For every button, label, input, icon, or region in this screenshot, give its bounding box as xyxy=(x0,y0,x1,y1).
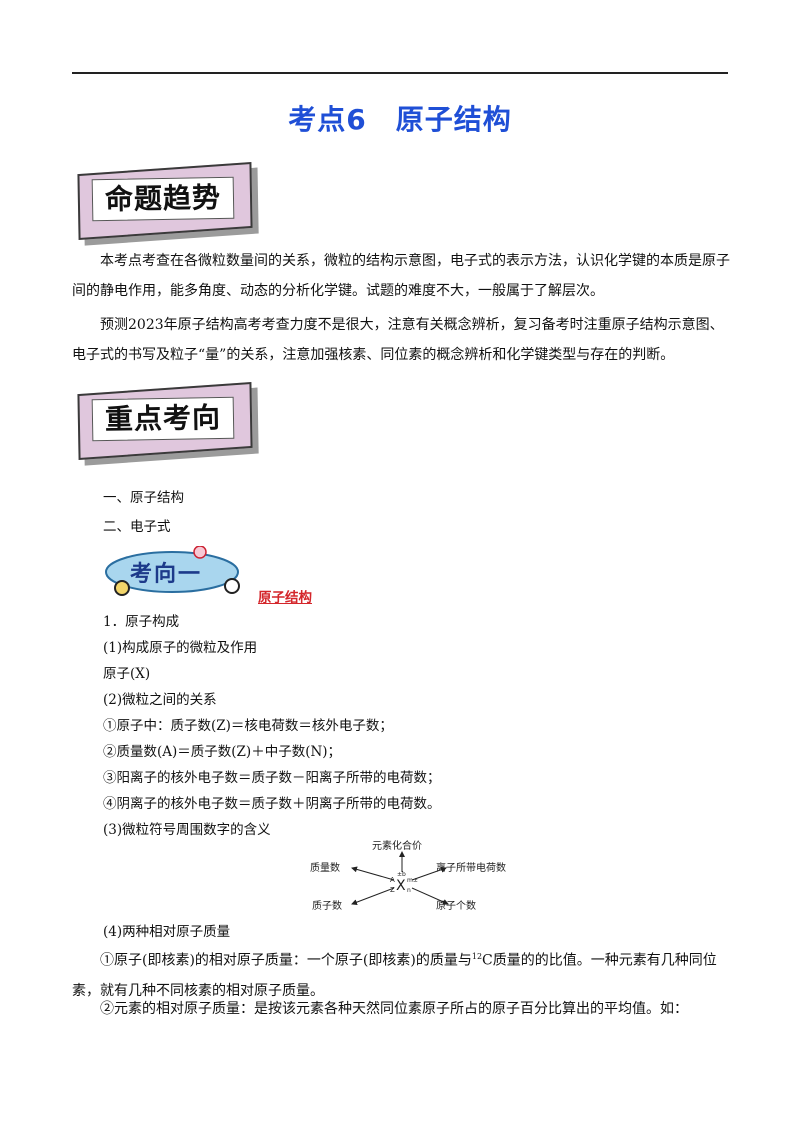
content-line: (1)构成原子的微粒及作用 xyxy=(103,640,258,656)
badge-direction-one: 考向一 xyxy=(100,545,248,598)
banner-focus-label: 重点考向 xyxy=(91,396,235,442)
paragraph-element-mass: ②元素的相对原子质量：是按该元素各种天然同位素原子所占的原子百分比算出的平均值。… xyxy=(100,1001,688,1017)
content-line: ①原子中：质子数(Z)＝核电荷数＝核外电子数； xyxy=(103,718,393,734)
content-line: ②质量数(A)＝质子数(Z)＋中子数(N)； xyxy=(103,744,342,760)
particle-symbol-diagram: 元素化合价 质量数 离子所带电荷数 质子数 原子个数 ±b A Z X m± n xyxy=(300,838,530,918)
content-line: ③阳离子的核外电子数＝质子数－阳离子所带的电荷数； xyxy=(103,770,441,786)
paragraph-2: 预测2023年原子结构高考考查力度不是很大，注意有关概念辨析，复习备考时注重原子… xyxy=(72,317,724,363)
badge-cloud-icon xyxy=(105,545,240,596)
label-proton-number: 质子数 xyxy=(312,899,342,912)
symbol-sub-right: n xyxy=(407,887,411,894)
page-title: 考点6 原子结构 xyxy=(288,103,512,136)
content-line: (3)微粒符号周围数字的含义 xyxy=(103,822,271,838)
text-run: ①原子(即核素)的相对原子质量：一个原子(即核素)的质量与 xyxy=(100,952,472,969)
paragraph-1: 本考点考查在各微粒数量间的关系，微粒的结构示意图，电子式的表示方法，认识化学键的… xyxy=(72,253,730,299)
toc-item: 二、电子式 xyxy=(103,519,171,535)
label-valence: 元素化合价 xyxy=(372,839,422,852)
symbol-over: ±b xyxy=(397,871,406,878)
symbol-element: X xyxy=(396,878,406,894)
label-mass-number: 质量数 xyxy=(310,861,340,874)
content-line: (2)微粒之间的关系 xyxy=(103,692,217,708)
toc-item: 一、原子结构 xyxy=(103,490,184,506)
superscript: 12 xyxy=(471,952,483,961)
content-line: 原子(X) xyxy=(103,666,151,682)
paragraph-relative-mass: ①原子(即核素)的相对原子质量：一个原子(即核素)的质量与12C质量的的比值。一… xyxy=(72,942,732,1006)
label-ion-charge: 离子所带电荷数 xyxy=(436,861,506,874)
text-run: C质量的的比值。一种元素有几种同位素，就有几种不同核素的相对原子质量。 xyxy=(72,952,717,999)
banner-trend-label: 命题趋势 xyxy=(91,176,235,222)
content-line: ④阴离子的核外电子数＝质子数＋阴离子所带的电荷数。 xyxy=(103,796,441,812)
badge-label: 考向一 xyxy=(130,561,203,587)
content-line: 1．原子构成 xyxy=(103,614,180,630)
top-rule xyxy=(72,72,728,74)
section-title: 原子结构 xyxy=(258,590,312,606)
symbol-sup-right: m± xyxy=(407,877,418,884)
symbol-sup-left: A xyxy=(390,876,395,884)
symbol-sub-left: Z xyxy=(390,886,395,894)
diagram-svg: 元素化合价 质量数 离子所带电荷数 质子数 原子个数 ±b A Z X m± n xyxy=(310,839,506,912)
label-atom-count: 原子个数 xyxy=(436,899,476,912)
content-line: (4)两种相对原子质量 xyxy=(103,924,231,940)
